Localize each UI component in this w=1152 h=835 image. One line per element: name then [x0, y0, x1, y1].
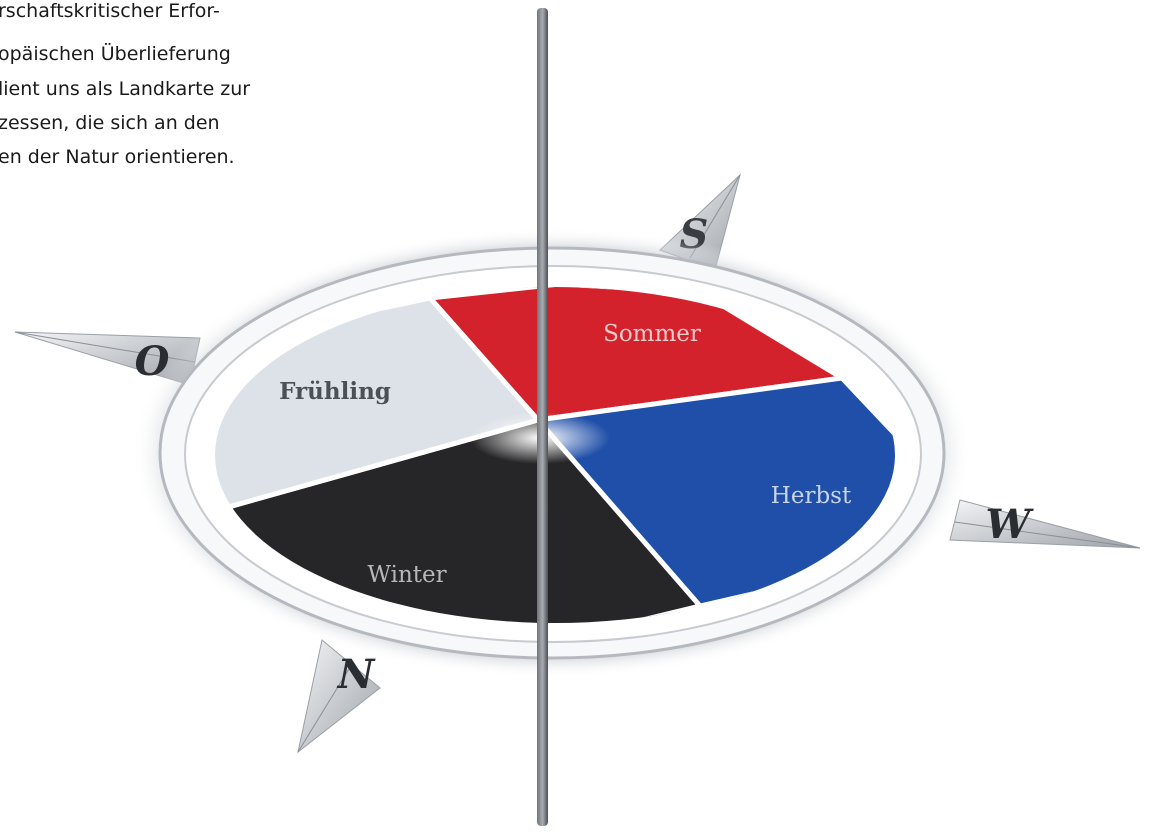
- intro-line-4: zessen, die sich an den: [0, 112, 220, 134]
- intro-line-5: en der Natur orientieren.: [0, 146, 235, 168]
- season-label-fruehling: Frühling: [279, 378, 391, 405]
- compass-needle: [537, 8, 548, 826]
- intro-text: rschaftskritischer Erfor- opäischen Über…: [0, 0, 320, 180]
- direction-north-label: N: [336, 651, 376, 698]
- season-label-sommer: Sommer: [603, 321, 701, 347]
- intro-line-2: opäischen Überlieferung: [0, 43, 231, 65]
- pointer-north: N: [297, 639, 381, 754]
- pointer-west: W: [949, 499, 1141, 549]
- intro-line-1: rschaftskritischer Erfor-: [0, 0, 220, 22]
- direction-west-label: W: [986, 501, 1035, 548]
- season-label-herbst: Herbst: [771, 483, 852, 509]
- season-label-winter: Winter: [367, 562, 446, 588]
- intro-line-3: lient uns als Landkarte zur: [0, 78, 251, 100]
